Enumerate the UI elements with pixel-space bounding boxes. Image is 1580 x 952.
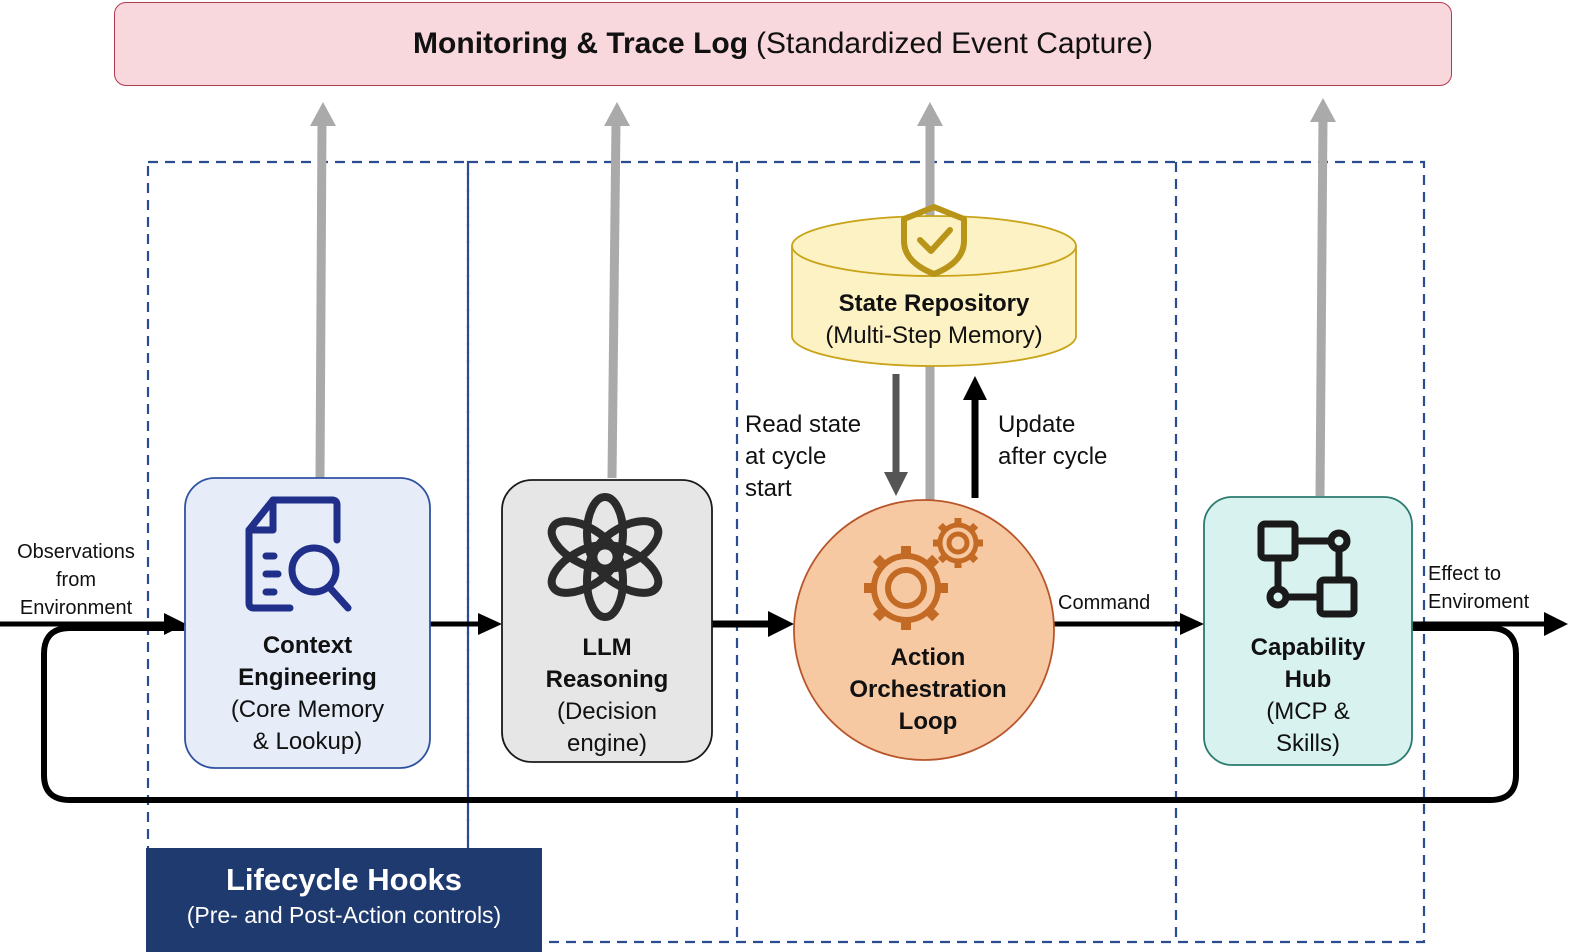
banner-title: Monitoring & Trace Log bbox=[413, 27, 749, 60]
document-search-icon bbox=[245, 496, 352, 612]
dashed-region-context bbox=[146, 160, 470, 854]
trace-log-banner: Monitoring & Trace Log (Standardized Eve… bbox=[114, 2, 1452, 86]
command-label: Command bbox=[1058, 592, 1151, 614]
state-node: State Repository (Multi-Step Memory) bbox=[825, 290, 1043, 349]
effect-label: Effect to Enviroment bbox=[1428, 563, 1530, 613]
state-arrows bbox=[884, 374, 987, 498]
hooks-subtitle: (Pre- and Post-Action controls) bbox=[186, 902, 502, 928]
observations-label: Observations from Environment bbox=[17, 541, 135, 619]
hooks-title: Lifecycle Hooks bbox=[225, 862, 463, 897]
read-state-label: Read state at cycle start bbox=[745, 411, 862, 502]
workflow-icon bbox=[1257, 520, 1358, 618]
llm-node: LLM Reasoning (Decision engine) bbox=[545, 634, 669, 757]
gears-icon bbox=[864, 518, 983, 630]
dashed-region-execution bbox=[466, 160, 1426, 944]
trace-arrows bbox=[310, 98, 1336, 505]
llm-node-shape bbox=[501, 479, 713, 763]
llm-knot-icon bbox=[547, 493, 663, 621]
context-node: Context Engineering (Core Memory & Looku… bbox=[230, 632, 385, 755]
banner-subtitle: (Standardized Event Capture) bbox=[756, 27, 1153, 60]
shield-check-icon bbox=[901, 204, 967, 277]
update-label: Update after cycle bbox=[998, 411, 1108, 470]
lifecycle-hooks-panel: Lifecycle Hooks (Pre- and Post-Action co… bbox=[146, 848, 542, 952]
flow-arrows bbox=[0, 611, 1568, 637]
action-node-shape bbox=[793, 499, 1055, 761]
capability-node-shape bbox=[1203, 496, 1413, 766]
action-node: Action Orchestration Loop bbox=[849, 644, 1007, 735]
feedback-loop bbox=[41, 625, 1519, 803]
capability-node: Capability Hub (MCP & Skills) bbox=[1250, 634, 1366, 757]
